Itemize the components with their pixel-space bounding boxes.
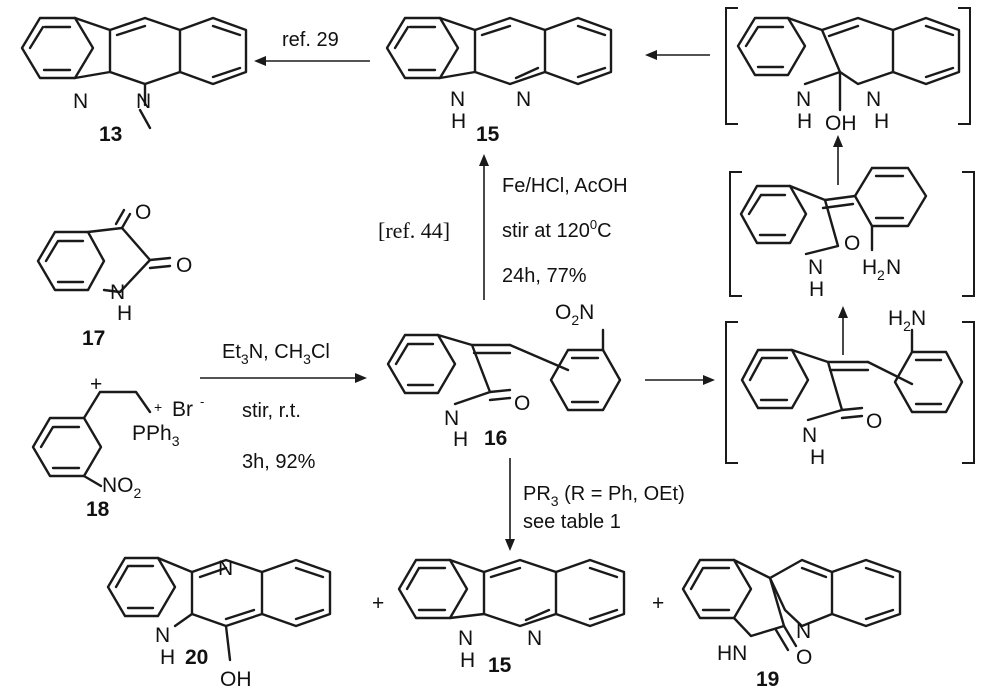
arrow-to-upper-amine — [838, 306, 848, 355]
atom-o: O — [844, 232, 860, 255]
atom-oh: OH — [825, 112, 857, 135]
reduction-line-1: Fe/HCl, AcOH — [502, 175, 628, 197]
atom-n: N — [155, 624, 170, 647]
atom-o2n: O2N — [555, 301, 594, 328]
plus-sign: + — [90, 373, 102, 396]
wittig-line-3: 3h, 92% — [242, 451, 316, 473]
atom-n: N — [886, 256, 901, 279]
atom-n: N — [218, 557, 233, 580]
subscript-2: 2 — [877, 267, 885, 283]
atom-n: N — [458, 627, 473, 650]
atom-h: H — [460, 649, 475, 672]
wittig-line-2: stir, r.t. — [242, 400, 301, 422]
compound-19: N HN O 19 — [681, 558, 902, 691]
compound-number-15: 15 — [488, 654, 512, 677]
atom-h: H — [809, 278, 824, 301]
atom-n: N — [136, 90, 151, 113]
atom-n: N — [73, 90, 88, 113]
atom-o: O — [176, 254, 192, 277]
compound-number-13: 13 — [99, 123, 122, 146]
atom-n: N — [450, 88, 465, 111]
atom-h2n: H2N — [888, 307, 926, 334]
arrow-wittig: Et3N, CH3Cl stir, r.t. 3h, 92% — [200, 341, 367, 473]
atom-o: O — [866, 410, 882, 433]
compound-number-18: 18 — [86, 498, 110, 521]
atom-h: H — [451, 110, 466, 133]
arrow-to-amine — [645, 375, 715, 385]
plus-sign: + — [372, 592, 384, 615]
atom-h: H — [117, 302, 132, 325]
atom-h: H — [874, 110, 889, 133]
plus-sign: + — [652, 592, 664, 615]
atom-o: O — [796, 646, 812, 669]
compound-number-16: 16 — [484, 427, 507, 450]
atom-n: N — [796, 88, 811, 111]
arrow-to-hemiaminal — [833, 135, 843, 185]
atom-h: H — [160, 646, 175, 669]
atom-oh: OH — [220, 668, 252, 691]
charge-plus: + — [154, 399, 162, 415]
atom-n: N — [866, 88, 881, 111]
atom-o: O — [135, 201, 151, 224]
charge-minus: - — [200, 394, 204, 409]
compound-16: O2N N H O 16 — [386, 301, 622, 451]
atom-no2: NO2 — [102, 474, 142, 501]
atom-br: Br — [172, 398, 193, 421]
compound-20: N N H OH 20 — [106, 556, 332, 691]
atom-n: N — [444, 407, 459, 430]
atom-h: H — [797, 110, 812, 133]
atom-n: N — [516, 88, 531, 111]
compound-15-top: N H N 15 — [385, 16, 613, 146]
atom-h: H — [810, 446, 825, 469]
compound-17: O O N H 17 — [36, 201, 192, 350]
arrow-to-15 — [645, 50, 710, 60]
atom-n: N — [110, 281, 125, 304]
reduction-line-3: 24h, 77% — [502, 265, 587, 287]
reduction-line-2: stir at 1200C — [502, 217, 612, 242]
ref-44-label: [ref. 44] — [378, 218, 450, 243]
compound-18: PPh3 + Br - NO2 18 — [31, 390, 204, 521]
atom-hn: HN — [717, 642, 747, 665]
cadogan-line-2: see table 1 — [523, 511, 621, 533]
atom-n: N — [796, 620, 811, 643]
cadogan-line-1: PR3 (R = Ph, OEt) — [523, 483, 685, 509]
compound-13: N N 13 — [20, 16, 248, 146]
arrow-reduction: Fe/HCl, AcOH stir at 1200C 24h, 77% [ref… — [378, 154, 628, 300]
compound-number-19: 19 — [756, 668, 779, 691]
atom-h: H — [453, 428, 468, 451]
atom-h: H — [862, 256, 877, 279]
compound-15-bottom: N H N 15 — [397, 558, 626, 677]
atom-n: N — [808, 256, 823, 279]
arrow-cadogan: PR3 (R = Ph, OEt) see table 1 — [505, 458, 685, 551]
atom-o: O — [514, 392, 530, 415]
arrow-ref-29: ref. 29 — [254, 29, 370, 66]
atom-p: PPh3 — [132, 422, 180, 449]
ref-29-label: ref. 29 — [282, 29, 339, 51]
intermediate-amine-mid: H2N N H O — [725, 307, 975, 469]
intermediate-amine-upper: O N H H 2 N — [729, 166, 975, 301]
atom-n: N — [527, 627, 542, 650]
wittig-line-1: Et3N, CH3Cl — [222, 341, 330, 367]
atom-n: N — [802, 424, 817, 447]
compound-number-20: 20 — [185, 646, 208, 669]
compound-number-17: 17 — [82, 327, 105, 350]
intermediate-hemiaminal: N H OH N H — [725, 7, 971, 135]
compound-number-15: 15 — [476, 123, 500, 146]
